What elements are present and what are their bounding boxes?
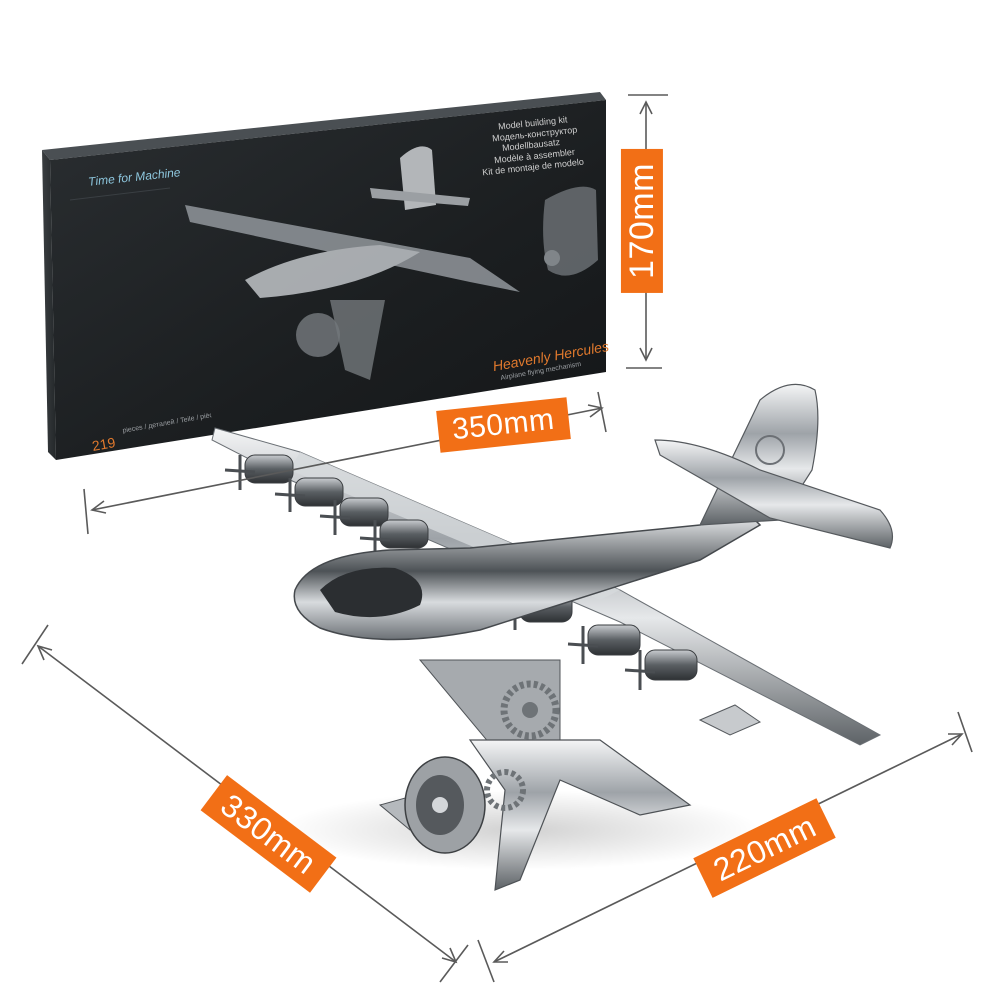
product-box [42,92,606,460]
box-hand-image [543,186,598,276]
height-dimension-badge: 170mm [620,149,663,293]
metal-plane-model [211,383,893,891]
display-stand [378,659,692,891]
box-plane-image [185,146,520,380]
